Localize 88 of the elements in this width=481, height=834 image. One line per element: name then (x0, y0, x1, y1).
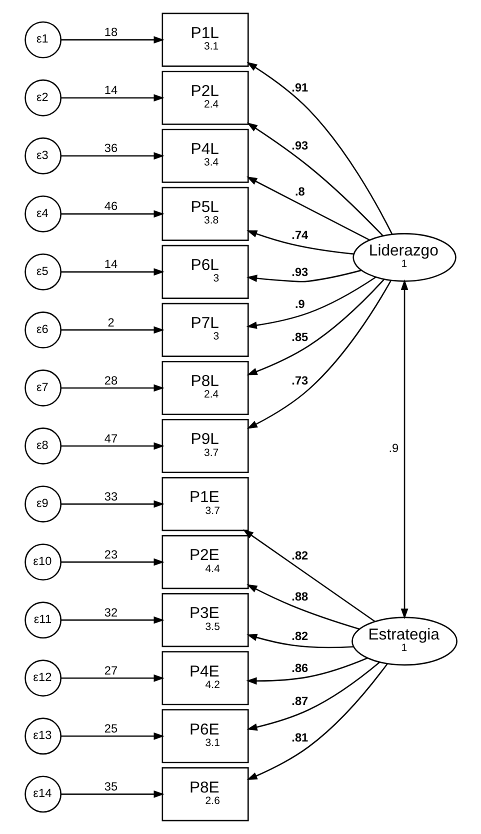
edge-label: 28 (104, 373, 118, 388)
node-circle: ε9 (24, 486, 62, 522)
arrow (60, 616, 164, 624)
node-circle: ε13 (24, 718, 62, 755)
arrow (246, 276, 376, 329)
node-ellipse: Liderazgo 1 (352, 233, 456, 282)
arrow (246, 122, 383, 236)
edge-label: 2 (107, 315, 114, 330)
arrow (60, 500, 164, 508)
node-box: P1E 3.7 (161, 477, 248, 532)
node-box: P8L 2.4 (161, 360, 248, 416)
edge-label: .86 (291, 660, 308, 675)
arrow (60, 674, 164, 682)
arrow (246, 278, 384, 376)
edge-label: 27 (104, 663, 118, 678)
node-box: P1L 3.1 (161, 12, 248, 67)
edge-label: .91 (291, 80, 308, 95)
node-circle: ε3 (24, 137, 62, 174)
node-circle: ε5 (24, 253, 62, 290)
node-box: P7L 3 (161, 302, 248, 357)
node-box: P4E 4.2 (161, 651, 248, 706)
arrow (246, 662, 380, 731)
node-circle: ε7 (24, 370, 62, 406)
arrow (242, 529, 375, 622)
arrow (246, 634, 354, 648)
arrow (246, 230, 353, 255)
node-box: P4L 3.4 (161, 128, 248, 183)
arrow (246, 584, 359, 630)
arrow (60, 326, 164, 334)
node-box: P8E 2.6 (161, 767, 248, 822)
node-circle: ε11 (24, 602, 62, 639)
node-circle: ε8 (24, 428, 62, 464)
edge-label: 14 (104, 83, 118, 98)
node-box: P9L 3.7 (161, 418, 248, 474)
edge-label: .73 (291, 373, 308, 388)
edge-label: .87 (291, 694, 308, 708)
edge-label: 18 (104, 25, 118, 40)
node-box: P3E 3.5 (161, 593, 248, 648)
edge-label: .74 (291, 228, 308, 242)
arrow (246, 62, 392, 234)
edge-label: .81 (291, 730, 308, 745)
edge-label: 33 (104, 489, 118, 504)
edge-label: .8 (294, 184, 304, 199)
arrow (246, 658, 368, 685)
edge-label: .82 (291, 629, 308, 644)
edge-label: .82 (291, 548, 308, 563)
arrow (246, 270, 361, 282)
arrow (246, 663, 388, 780)
edge-label: .9 (388, 441, 398, 456)
node-circle: ε2 (24, 79, 62, 116)
node-box: P2E 4.4 (161, 535, 248, 590)
edge-label: .9 (294, 296, 304, 311)
node-box: P2L 2.4 (161, 70, 248, 125)
edge-label: 25 (104, 721, 118, 736)
edge-label: 23 (104, 547, 118, 562)
arrow (246, 176, 370, 241)
arrow (60, 152, 164, 160)
edge-label: 14 (104, 257, 118, 272)
edge-label: .85 (291, 330, 308, 344)
node-box: P5L 3.8 (161, 186, 248, 241)
edge-label: .88 (291, 590, 308, 604)
node-circle: ε10 (24, 544, 62, 581)
node-box: P6E 3.1 (161, 709, 248, 764)
node-circle: ε12 (24, 660, 62, 697)
node-circle: ε4 (24, 195, 62, 232)
edge-label: .93 (291, 138, 308, 153)
node-circle: ε6 (24, 312, 62, 348)
arrow (60, 558, 164, 566)
edge-label: .93 (291, 265, 308, 280)
node-circle: ε1 (24, 21, 62, 58)
edge-label: 35 (104, 779, 118, 794)
arrow (60, 442, 164, 450)
node-box: P6L 3 (161, 244, 248, 299)
arrow (60, 384, 164, 392)
node-ellipse: Estrategia 1 (351, 616, 457, 666)
arrow (60, 94, 164, 102)
edge-label: 46 (104, 199, 118, 214)
arrow (246, 280, 391, 429)
arrow (60, 732, 164, 740)
arrow (60, 210, 164, 218)
arrow (60, 36, 164, 44)
edge-label: 32 (104, 605, 118, 620)
arrow (60, 268, 164, 276)
arrow (400, 279, 408, 620)
node-circle: ε14 (24, 776, 62, 813)
edge-label: 47 (104, 431, 118, 446)
edge-label: 36 (104, 141, 118, 156)
arrow (60, 790, 164, 798)
